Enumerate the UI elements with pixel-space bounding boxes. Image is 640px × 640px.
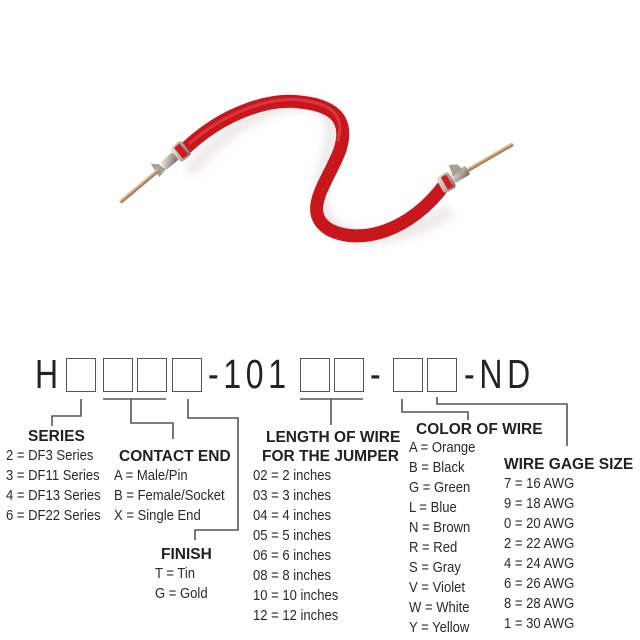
part-dash: -	[370, 351, 386, 397]
color-item: Y = Yellow	[409, 620, 470, 636]
part-prefix: H	[35, 351, 63, 397]
series-box	[66, 358, 96, 392]
series-item: 4 = DF13 Series	[6, 488, 101, 504]
contact-end-item: A = Male/Pin	[114, 468, 188, 484]
finish-title: FINISH	[161, 546, 212, 563]
length-item: 04 = 4 inches	[253, 508, 332, 524]
color-item: R = Red	[409, 540, 458, 556]
color-item: A = Orange	[409, 440, 476, 456]
finish-item: G = Gold	[155, 586, 208, 602]
color-item: W = White	[409, 600, 470, 616]
gage-item: 8 = 28 AWG	[504, 596, 575, 612]
color-item: G = Green	[409, 480, 471, 496]
part-suffix: -ND	[464, 351, 535, 397]
gage-item: 2 = 22 AWG	[504, 536, 575, 552]
color-item: B = Black	[409, 460, 465, 476]
series-item: 2 = DF3 Series	[6, 448, 94, 464]
length-box-2	[334, 358, 364, 392]
gage-item: 7 = 16 AWG	[504, 476, 575, 492]
right-contact	[436, 142, 514, 193]
color-title: COLOR OF WIRE	[416, 421, 543, 438]
gage-box	[427, 358, 457, 392]
length-item: 02 = 2 inches	[253, 468, 332, 484]
jumper-wire-image	[118, 94, 514, 245]
gage-item: 1 = 30 AWG	[504, 616, 575, 632]
left-contact	[118, 141, 191, 204]
contact-end-box-2	[137, 358, 167, 392]
color-item: L = Blue	[409, 500, 457, 516]
gage-item: 9 = 18 AWG	[504, 496, 575, 512]
finish-box	[172, 358, 202, 392]
series-title: SERIES	[28, 428, 85, 445]
color-item: N = Brown	[409, 520, 471, 536]
gage-item: 0 = 20 AWG	[504, 516, 575, 532]
gage-title: WIRE GAGE SIZE	[504, 456, 634, 473]
length-item: 08 = 8 inches	[253, 568, 332, 584]
gage-item: 6 = 26 AWG	[504, 576, 575, 592]
color-item: S = Gray	[409, 560, 461, 576]
color-item: V = Violet	[409, 580, 465, 596]
contact-end-box-1	[103, 358, 133, 392]
series-item: 3 = DF11 Series	[6, 468, 100, 484]
length-item: 10 = 10 inches	[253, 588, 339, 604]
length-item: 12 = 12 inches	[253, 608, 339, 624]
length-item: 03 = 3 inches	[253, 488, 332, 504]
length-title-line2: FOR THE JUMPER	[262, 448, 399, 465]
series-item: 6 = DF22 Series	[6, 508, 101, 524]
color-box	[393, 358, 423, 392]
gage-item: 4 = 24 AWG	[504, 556, 575, 572]
length-item: 05 = 5 inches	[253, 528, 332, 544]
part-middle: -101	[208, 351, 291, 397]
finish-item: T = Tin	[155, 566, 196, 582]
length-title-line1: LENGTH OF WIRE	[266, 429, 401, 446]
length-box-1	[300, 358, 330, 392]
contact-end-item: B = Female/Socket	[114, 488, 225, 504]
length-item: 06 = 6 inches	[253, 548, 332, 564]
contact-end-item: X = Single End	[114, 508, 201, 524]
contact-end-title: CONTACT END	[119, 448, 231, 465]
